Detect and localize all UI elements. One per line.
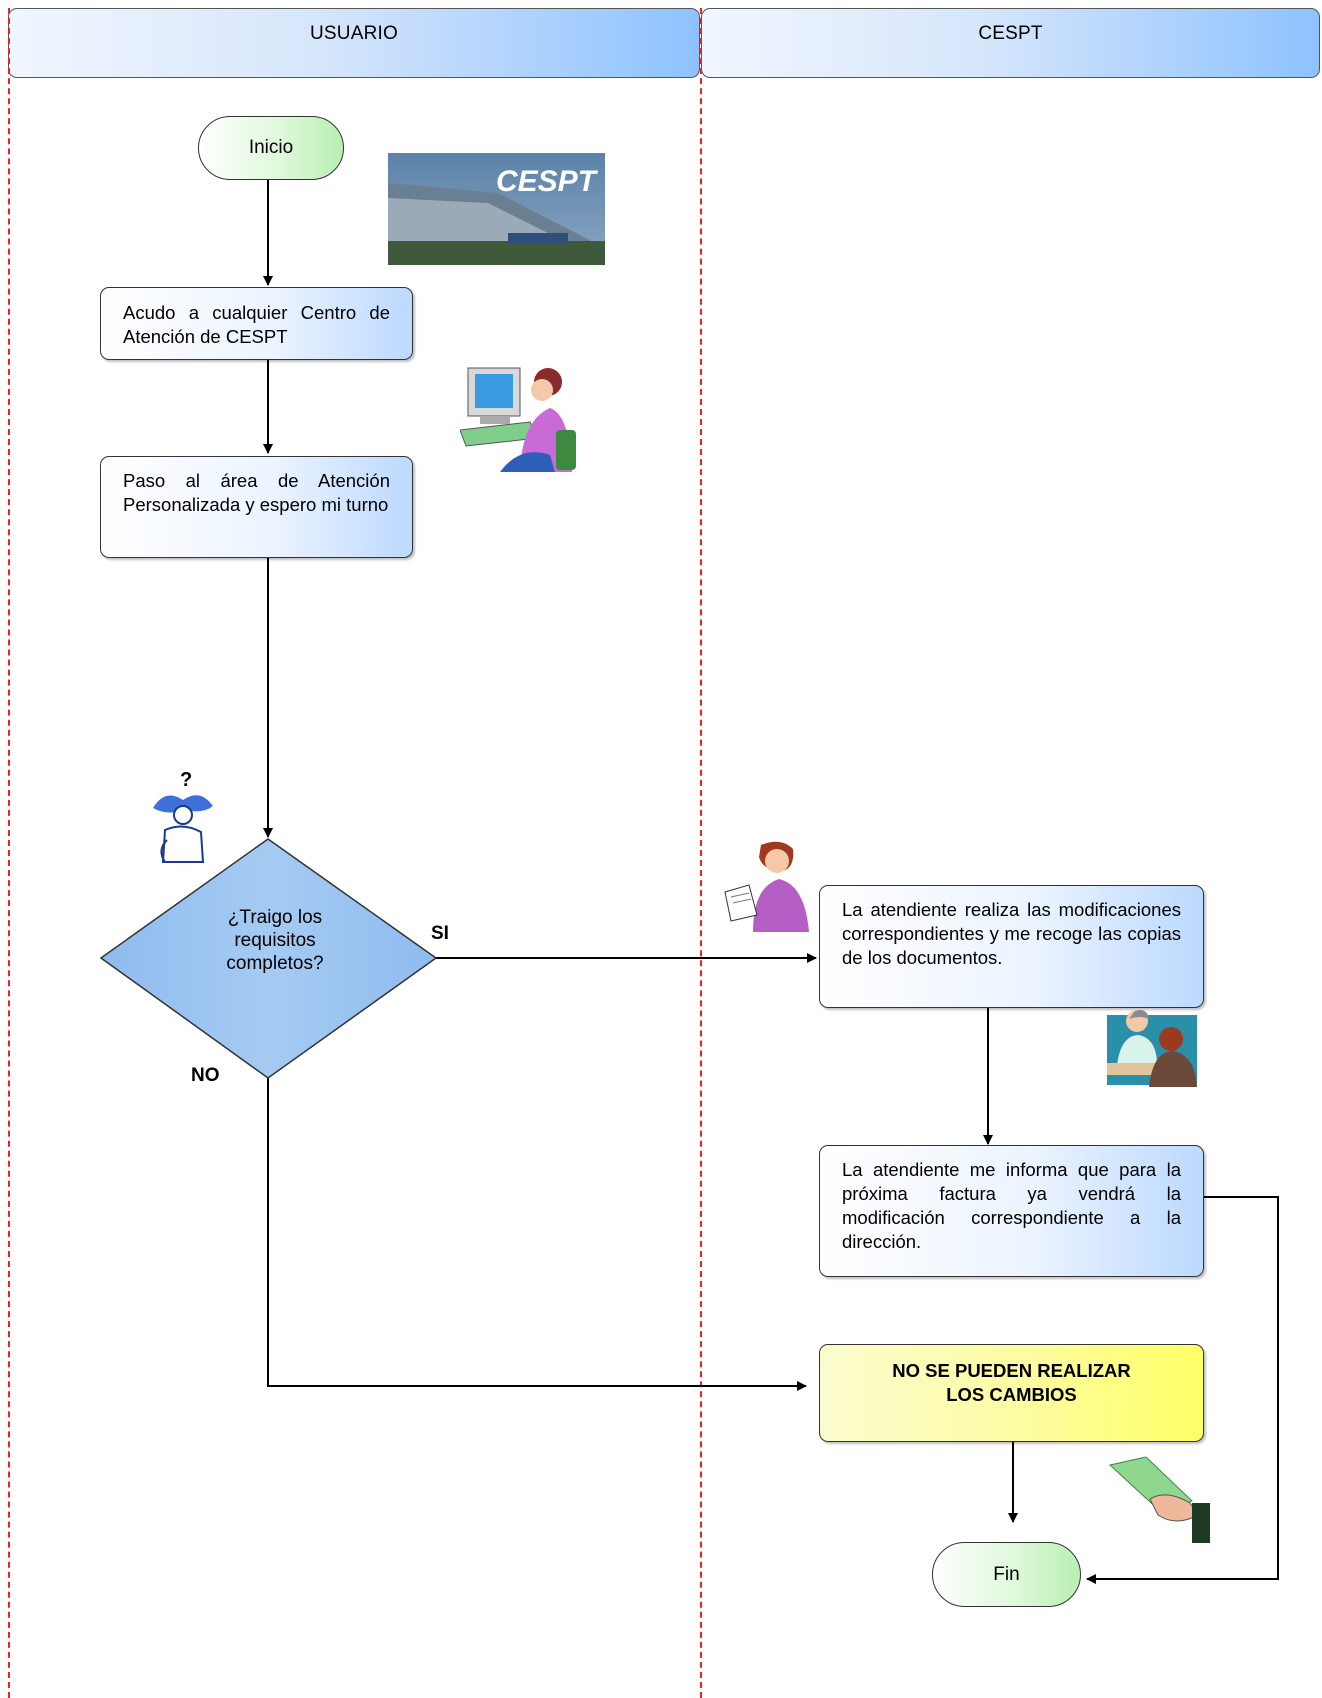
step-go-to-center: Acudo a cualquier Centro de Atención de … [100,287,413,360]
step-modifications-text: La atendiente realiza las modificaciones… [842,899,1181,968]
start-terminal: Inicio [198,116,344,180]
yes-label: SI [431,923,449,944]
lane-header-cespt: CESPT [701,8,1320,78]
arrow-inform-to-end [1086,1196,1279,1584]
start-label: Inicio [248,137,294,158]
thinking-person-clipart: ? [153,770,213,863]
end-label: Fin [993,1563,1020,1585]
decision-text: ¿Traigo los requisitos completos? [226,907,324,974]
building-photo: CESPT [388,153,605,265]
logo-text: CESPT [496,165,599,198]
step-no-changes-text: NO SE PUEDEN REALIZAR LOS CAMBIOS [892,1360,1131,1405]
step-no-changes: NO SE PUEDEN REALIZAR LOS CAMBIOS [819,1344,1204,1442]
step-wait-turn: Paso al área de Atención Personalizada y… [100,456,413,558]
lane-header-usuario: USUARIO [8,8,700,78]
end-terminal: Fin [932,1542,1081,1607]
woman-at-computer-clipart [460,367,576,472]
svg-text:?: ? [180,770,192,791]
step-go-to-center-text: Acudo a cualquier Centro de Atención de … [123,302,390,347]
step-wait-turn-text: Paso al área de Atención Personalizada y… [123,470,390,515]
decision-diamond [100,838,438,1079]
lane-title-usuario: USUARIO [310,23,398,44]
arrow-decision-no [267,1078,807,1391]
step-modifications: La atendiente realiza las modificaciones… [819,885,1204,1008]
woman-with-document-clipart [724,841,809,932]
step-inform-next-bill: La atendiente me informa que para la pró… [819,1145,1204,1277]
lane-divider-left [8,8,10,1698]
step-inform-next-bill-text: La atendiente me informa que para la pró… [842,1159,1181,1252]
no-label: NO [191,1065,220,1086]
lane-divider-middle [700,8,702,1698]
meeting-clipart [1107,1010,1197,1087]
hand-with-money-clipart [1108,1456,1210,1543]
lane-title-cespt: CESPT [978,23,1043,44]
